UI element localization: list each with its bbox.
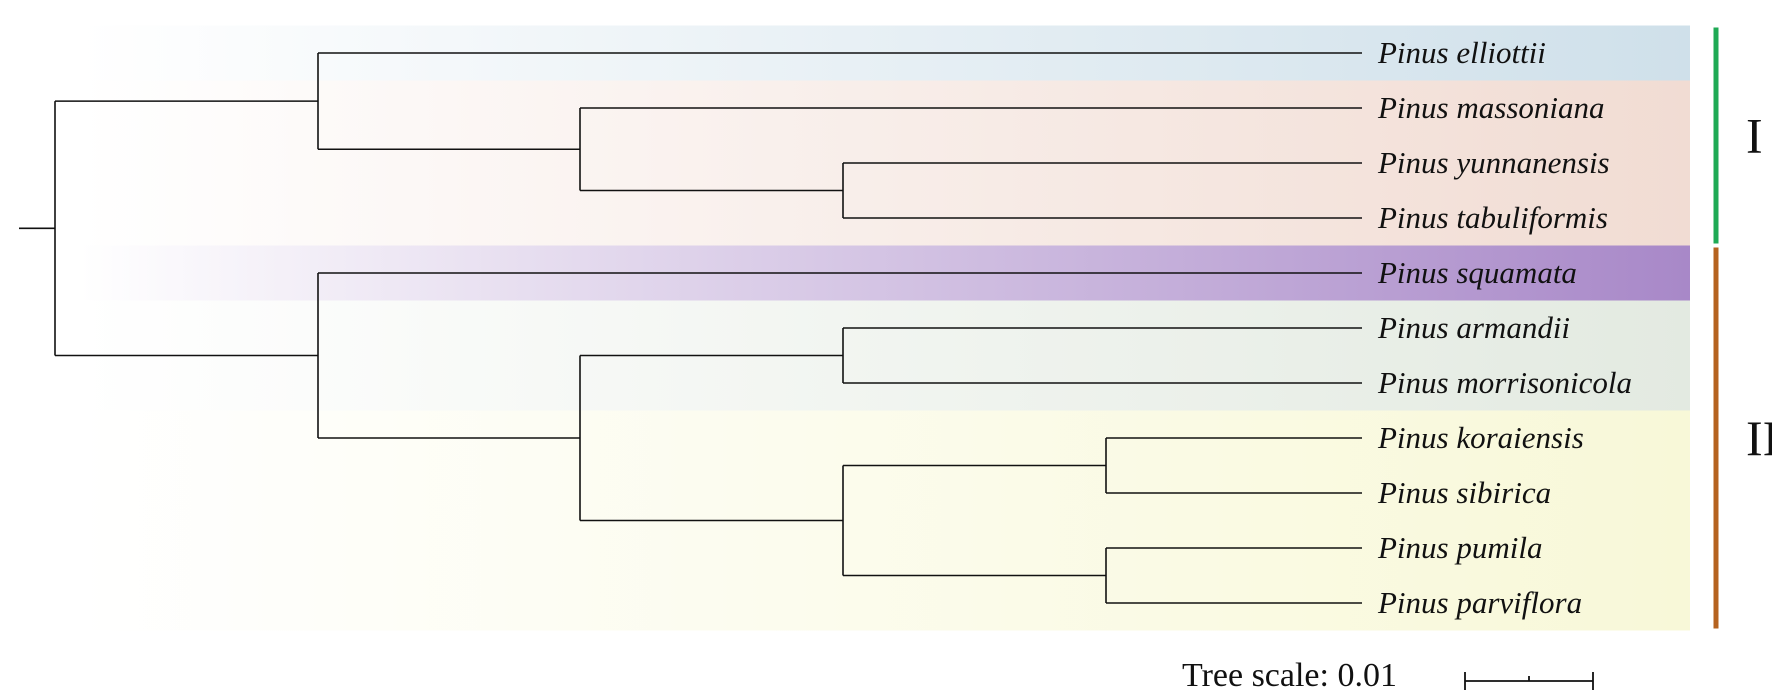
highlight-band-4 — [80, 410, 1690, 631]
taxon-pinus-koraiensis: Pinus koraiensis — [1377, 420, 1584, 455]
tree-branches — [19, 52, 1362, 604]
taxon-pinus-sibirica: Pinus sibirica — [1377, 475, 1551, 510]
taxon-pinus-yunnanensis: Pinus yunnanensis — [1377, 145, 1610, 180]
clade-label-ii: II — [1746, 410, 1772, 466]
taxon-pinus-elliottii: Pinus elliottii — [1377, 35, 1546, 70]
taxon-pinus-squamata: Pinus squamata — [1377, 255, 1577, 290]
taxon-pinus-parviflora: Pinus parviflora — [1377, 585, 1582, 620]
clade-label-i: I — [1746, 108, 1763, 164]
tree-scale: Tree scale: 0.01 — [1182, 657, 1594, 694]
tree-scale-label: Tree scale: 0.01 — [1182, 657, 1397, 694]
taxon-pinus-armandii: Pinus armandii — [1377, 310, 1570, 345]
clade-annotations: III — [1713, 27, 1772, 629]
taxon-pinus-tabuliformis: Pinus tabuliformis — [1377, 200, 1608, 235]
taxon-pinus-massoniana: Pinus massoniana — [1377, 90, 1605, 125]
highlight-band-3 — [80, 300, 1690, 411]
taxon-pinus-pumila: Pinus pumila — [1377, 530, 1542, 565]
taxon-pinus-morrisonicola: Pinus morrisonicola — [1377, 365, 1632, 400]
